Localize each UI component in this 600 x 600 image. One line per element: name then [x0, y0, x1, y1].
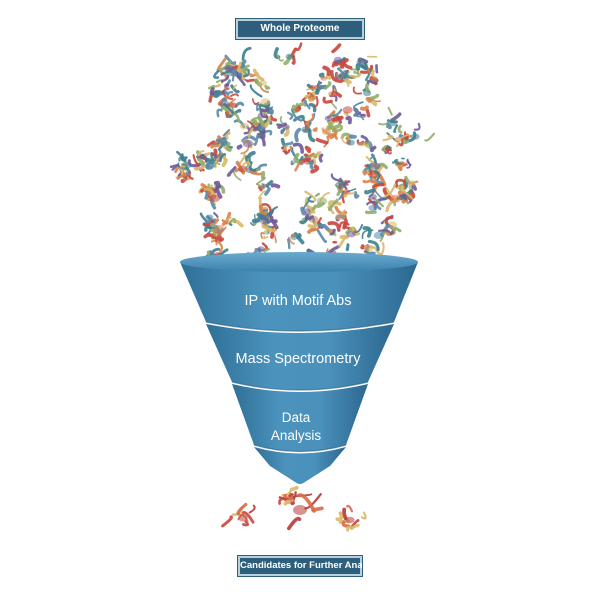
- protein-structure: [381, 144, 392, 155]
- protein-structure: [278, 485, 299, 506]
- protein-structure: [287, 232, 305, 250]
- protein-structure: [330, 101, 364, 125]
- protein-structure: [361, 223, 391, 256]
- protein-structure: [312, 123, 343, 148]
- candidate-proteins: [221, 485, 367, 532]
- whole-proteome-protein-cloud: [169, 42, 436, 270]
- protein-structure: [391, 157, 412, 171]
- protein-structure: [276, 111, 294, 137]
- protein-structure: [338, 221, 364, 252]
- protein-structure: [330, 173, 356, 197]
- protein-structure: [366, 64, 379, 86]
- protein-structure: [299, 201, 318, 225]
- protein-structure: [306, 81, 323, 98]
- protein-structure: [400, 122, 436, 145]
- protein-structure: [220, 93, 245, 115]
- protein-structure: [404, 175, 419, 191]
- protein-structure: [357, 134, 377, 153]
- protein-structure: [247, 116, 266, 147]
- protein-structure: [200, 180, 226, 210]
- protein-structure: [304, 190, 342, 212]
- funnel-rim: [180, 252, 418, 272]
- protein-structure: [273, 42, 303, 66]
- protein-structure: [169, 153, 191, 173]
- protein-structure: [378, 106, 403, 134]
- stage-ip-label: IP with Motif Abs: [245, 293, 352, 309]
- protein-structure: [236, 134, 259, 167]
- funnel-stage-2-shape: [206, 324, 394, 390]
- protein-structure: [317, 65, 332, 90]
- whole-proteome-label: Whole Proteome: [235, 18, 365, 40]
- funnel-spout: [254, 447, 346, 484]
- protein-structure: [280, 137, 294, 155]
- protein-structure: [221, 502, 256, 528]
- protein-structure: [187, 151, 228, 170]
- protein-structure: [322, 84, 343, 110]
- protein-structure: [335, 504, 367, 532]
- protein-structure: [291, 108, 316, 143]
- protein-structure: [221, 216, 244, 228]
- protein-structure: [290, 155, 311, 172]
- protein-structure: [330, 67, 361, 87]
- protein-structure: [382, 183, 414, 213]
- protein-structure: [255, 171, 281, 200]
- candidates-label: Candidates for Further Analysis: [237, 555, 384, 577]
- protein-structure: [352, 82, 382, 107]
- protein-structure: [215, 79, 240, 96]
- funnel-stage-3-shape: [232, 384, 368, 452]
- protein-structure: [322, 224, 337, 237]
- protein-structure: [246, 68, 271, 94]
- protein-structure: [217, 57, 242, 83]
- protein-structure: [251, 204, 279, 230]
- funnel-stage-1-shape: [180, 262, 418, 331]
- protein-structure: [291, 101, 308, 114]
- stage-mass-spec-label: Mass Spectrometry: [236, 351, 362, 367]
- funnel: IP with Motif Abs Mass Spectrometry Data…: [180, 252, 418, 484]
- protein-structure: [210, 129, 232, 152]
- stage-data-analysis-line2: Analysis: [271, 428, 322, 443]
- protein-structure: [365, 153, 388, 181]
- protein-structure: [208, 83, 234, 103]
- protein-structure: [249, 84, 271, 119]
- protein-structure: [226, 157, 262, 181]
- protein-structure: [331, 43, 353, 70]
- stage-data-analysis-line1: Data: [282, 410, 311, 425]
- protein-structure: [203, 231, 224, 246]
- protein-structure: [301, 85, 328, 110]
- protein-structure: [355, 55, 378, 82]
